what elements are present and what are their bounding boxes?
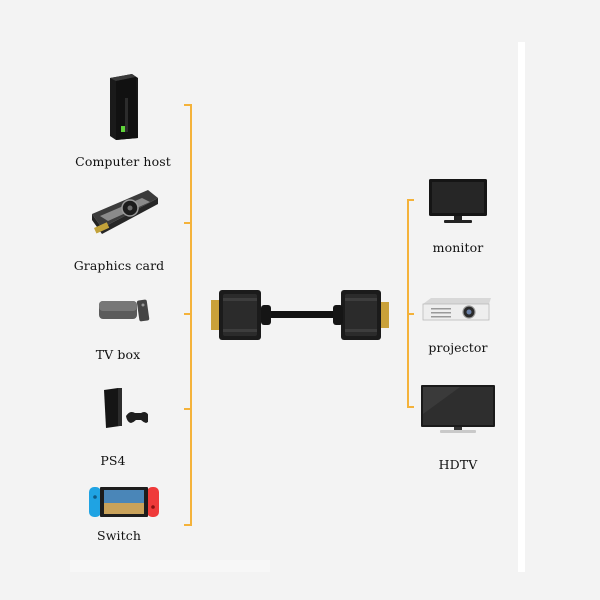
computer-host-icon xyxy=(110,74,138,140)
source-label: Switch xyxy=(97,528,141,543)
projector-icon xyxy=(422,298,491,321)
switch-icon xyxy=(89,487,159,517)
display-tick xyxy=(407,199,414,201)
divider xyxy=(518,42,525,572)
background-panel xyxy=(70,560,270,572)
display-tick xyxy=(407,406,414,408)
display-tick xyxy=(407,313,414,315)
source-tick xyxy=(184,222,191,224)
hdtv-icon xyxy=(421,385,495,433)
source-label: Graphics card xyxy=(73,258,165,273)
source-label: Computer host xyxy=(75,154,171,169)
ps4-icon xyxy=(104,388,148,428)
display-label: projector xyxy=(428,340,488,355)
display-label: monitor xyxy=(432,240,484,255)
tv-box-icon xyxy=(99,299,150,322)
source-label: TV box xyxy=(95,347,141,362)
monitor-icon xyxy=(429,179,487,223)
source-tick xyxy=(184,104,191,106)
source-label: PS4 xyxy=(100,453,126,468)
display-label: HDTV xyxy=(438,457,478,472)
display-bracket-line xyxy=(407,199,409,408)
dvi-to-vga-cable-icon xyxy=(211,290,389,340)
source-tick xyxy=(184,408,191,410)
source-tick xyxy=(184,313,191,315)
source-bracket-line xyxy=(190,104,192,526)
source-tick xyxy=(184,524,191,526)
graphics-card-icon xyxy=(92,190,158,234)
